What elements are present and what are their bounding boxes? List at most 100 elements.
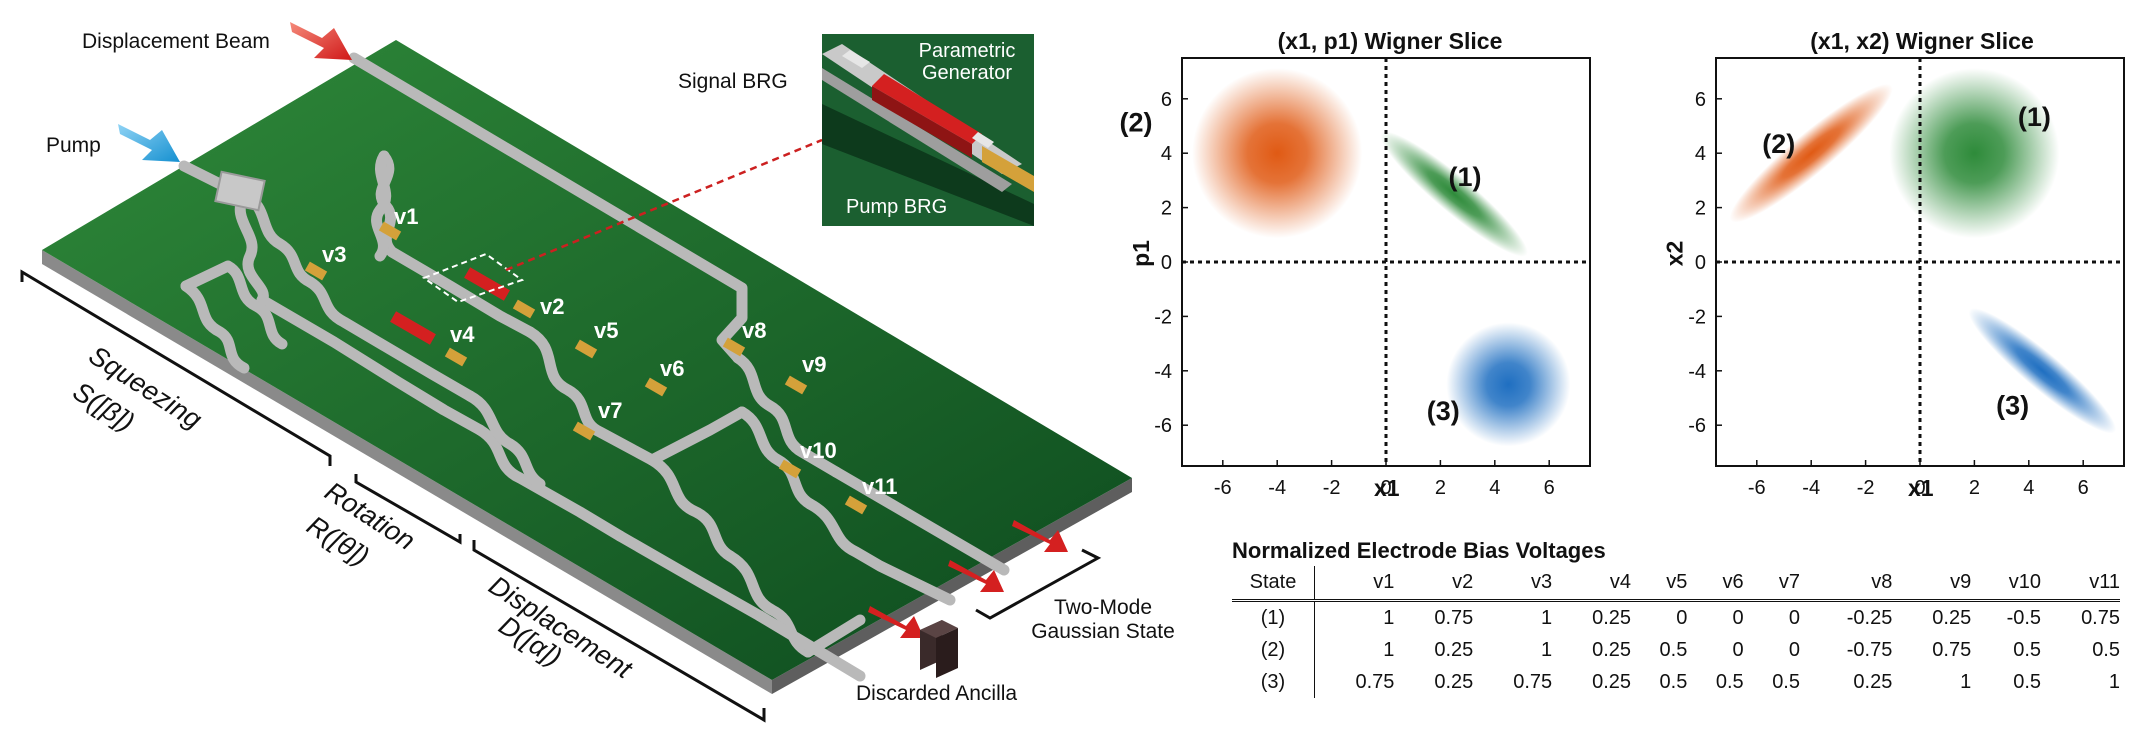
plot-1-ylabel: p1 <box>1127 240 1154 267</box>
generator-segment-1 <box>464 267 510 301</box>
inset-photo: Parametric Generator Pump BRG <box>822 34 1034 226</box>
bracket-rotation <box>354 474 462 545</box>
x-tick-label: -2 <box>1857 477 1875 499</box>
plot-1-xlabel: x1 <box>1374 475 1400 501</box>
table-cell: 0.5 <box>2013 670 2042 693</box>
output-arrow-3 <box>868 606 924 638</box>
table-header-cell: v3 <box>1473 566 1553 602</box>
wigner-blob-0 <box>1380 131 1528 257</box>
table-cell: 1 <box>1960 670 1972 693</box>
table-cell: (1) <box>1232 600 1315 634</box>
y-tick-label: 6 <box>1161 89 1172 111</box>
table-cell: 0.75 <box>1513 670 1553 693</box>
table-header-cell: v8 <box>1800 566 1893 602</box>
table-cell: 0 <box>1788 606 1800 629</box>
plot-2-xlabel: x1 <box>1908 475 1934 501</box>
chip-svg: v1 v2 v3 v4 v5 v6 v7 v8 v9 v10 v11 <box>20 22 1132 723</box>
table-cell: 0.75 <box>1434 606 1474 629</box>
ancilla-block-top <box>920 620 958 638</box>
state-label-2: (3) <box>1996 390 2029 420</box>
y-tick-label: -4 <box>1688 361 1706 383</box>
table-cell: 1 <box>1541 638 1553 661</box>
pump-arrow <box>118 124 180 162</box>
table-cell: 0.5 <box>1772 670 1800 693</box>
plot-2-ylabel: x2 <box>1661 240 1688 267</box>
table-cell: 0.5 <box>1659 670 1688 693</box>
table-header-cell: v4 <box>1552 566 1632 602</box>
electrode-v8-label: v8 <box>742 318 766 343</box>
ancilla-block-side <box>936 628 958 678</box>
x-tick-label: 6 <box>1544 477 1555 499</box>
table-cell: 0 <box>1788 638 1800 661</box>
bracket-displacement <box>472 540 766 723</box>
x-tick-label: 4 <box>1489 477 1500 499</box>
table-header-cell: v11 <box>2041 566 2120 602</box>
board-side-left <box>42 250 772 694</box>
photonic-chip-diagram: v1 v2 v3 v4 v5 v6 v7 v8 v9 v10 v11 <box>20 22 1175 723</box>
state-label-1: (2) <box>1119 107 1152 137</box>
y-tick-label: -6 <box>1154 415 1172 437</box>
bracket-two-mode <box>975 548 1102 620</box>
table-header-cell: v2 <box>1394 566 1474 602</box>
y-tick-label: 4 <box>1161 143 1172 165</box>
x-tick-label: -4 <box>1802 477 1820 499</box>
displacement-beam-arrow <box>290 22 352 60</box>
wigner-blob-1 <box>1192 68 1363 239</box>
electrodes <box>304 221 868 515</box>
wigner-blob-1 <box>1729 83 1893 223</box>
table-cell: 0.75 <box>1355 670 1395 693</box>
table-cell: 1 <box>1383 606 1395 629</box>
pump-splitter <box>214 170 266 212</box>
table-header-cell: v7 <box>1743 566 1800 602</box>
x-tick-label: 6 <box>2078 477 2089 499</box>
table-cell: 1 <box>1541 606 1553 629</box>
table-header-cell: v5 <box>1631 566 1688 602</box>
discarded-ancilla-label: Discarded Ancilla <box>856 682 1018 705</box>
table-cell: -0.25 <box>1846 606 1893 629</box>
waveguides <box>178 52 1010 682</box>
table-cell: 0.5 <box>1659 638 1688 661</box>
x-tick-label: 4 <box>2023 477 2034 499</box>
x-tick-label: -2 <box>1323 477 1341 499</box>
board-top <box>42 40 1132 680</box>
x-tick-label: 0 <box>1914 477 1925 499</box>
bracket-squeezing <box>20 269 332 466</box>
table-cell: -0.5 <box>2006 606 2042 629</box>
electrode-v10-label: v10 <box>800 438 837 463</box>
y-tick-label: 6 <box>1695 89 1706 111</box>
electrode-v9-label: v9 <box>802 352 826 377</box>
wigner-blob-0 <box>1889 68 2060 239</box>
table-header-cell: v1 <box>1314 566 1395 602</box>
x-tick-label: -6 <box>1214 477 1232 499</box>
table-cell: 0.25 <box>1592 638 1632 661</box>
electrode-v6-label: v6 <box>660 356 684 381</box>
bias-table-title: Normalized Electrode Bias Voltages <box>1232 538 1606 563</box>
y-tick-label: 4 <box>1695 143 1706 165</box>
callout-line <box>505 138 823 272</box>
inset-svg <box>822 34 1034 226</box>
table-cell: 0.25 <box>1592 606 1632 629</box>
table-header-cell: State <box>1232 566 1315 602</box>
x-tick-label: 2 <box>1435 477 1446 499</box>
electrode-v11-label: v11 <box>862 474 898 499</box>
y-tick-label: 2 <box>1695 198 1706 220</box>
parametric-generator-label: Parametric Generator <box>918 40 1016 84</box>
table-cell: 0.5 <box>2092 638 2120 661</box>
y-tick-label: -6 <box>1688 415 1706 437</box>
table-cell: 0 <box>1732 606 1744 629</box>
plot-1-title: (x1, p1) Wigner Slice <box>1277 28 1503 54</box>
table-cell: (2) <box>1232 634 1315 666</box>
table-cell: 0.75 <box>1932 638 1972 661</box>
wigner-blob-2 <box>1968 308 2117 434</box>
table-cell: 0.25 <box>1434 638 1474 661</box>
electrode-v2-label: v2 <box>540 294 564 319</box>
generator-segment-2 <box>390 311 436 345</box>
plot-2-title: (x1, x2) Wigner Slice <box>1810 28 2034 54</box>
